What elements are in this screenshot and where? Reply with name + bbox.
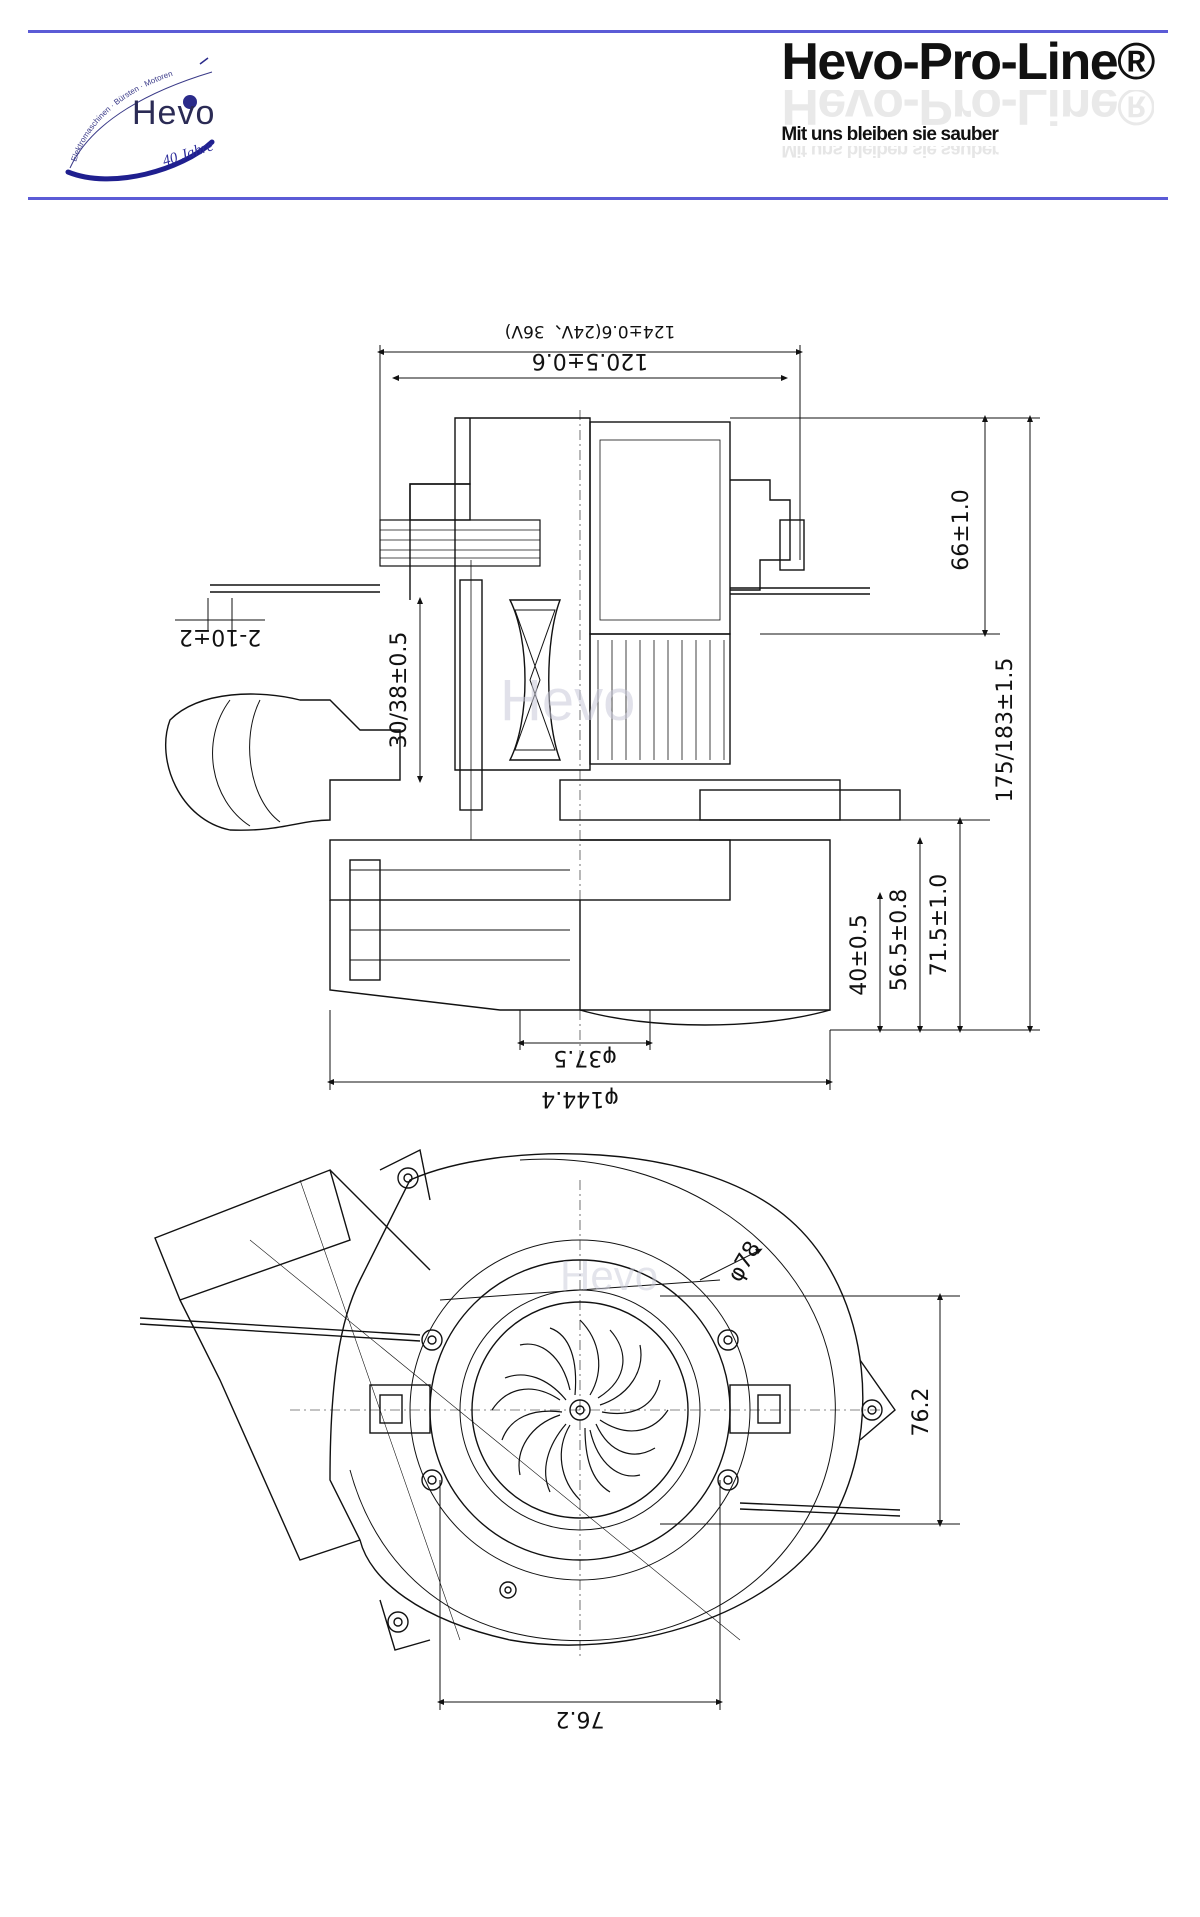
dim-phi-37-5: φ37.5	[553, 1045, 617, 1070]
hevo-logo: Elektromaschinen · Bürsten · Motoren Hev…	[62, 50, 252, 185]
dim-phi-78: φ78	[723, 1237, 766, 1286]
dim-76-2-vertical: 76.2	[909, 1388, 934, 1437]
brand-slogan: Mit uns bleiben sie sauber	[781, 124, 999, 145]
dim-phi-144-4: φ144.4	[541, 1086, 619, 1111]
dim-56-5: 56.5±0.8	[887, 889, 912, 991]
impeller-vanes-icon	[491, 1319, 669, 1501]
dim-cable: 2-10±2	[179, 624, 261, 649]
side-view	[165, 410, 901, 1070]
dim-175-183: 175/183±1.5	[993, 658, 1018, 803]
header-bottom-rule	[28, 197, 1168, 200]
field-windings	[597, 640, 725, 760]
bottom-view	[139, 1148, 901, 1660]
header-top-rule	[28, 30, 1168, 33]
dim-124: 124±0.6(24V、36V)	[505, 321, 676, 341]
dim-120-5: 120.5±0.6	[532, 348, 648, 373]
logo-swoosh-icon: Elektromaschinen · Bürsten · Motoren	[65, 57, 215, 182]
side-view-dimensions	[175, 345, 1040, 1090]
brand-block: Hevo-Pro-Line® Hevo-Pro-Line® Mit uns bl…	[781, 33, 1155, 160]
brand-title: Hevo-Pro-Line®	[781, 33, 1155, 91]
dim-71-5: 71.5±1.0	[927, 874, 952, 976]
logo-wordmark: Hevo	[132, 94, 216, 132]
bottom-view-dimensions	[437, 1248, 960, 1710]
watermark-text: Hevo	[500, 668, 635, 733]
dim-66: 66±1.0	[949, 489, 974, 570]
dim-40: 40±0.5	[847, 914, 872, 995]
dim-30-38: 30/38±0.5	[387, 632, 412, 749]
dim-76-2-horizontal: 76.2	[556, 1706, 605, 1731]
watermark-text-bottom: Hevo	[560, 1252, 658, 1299]
